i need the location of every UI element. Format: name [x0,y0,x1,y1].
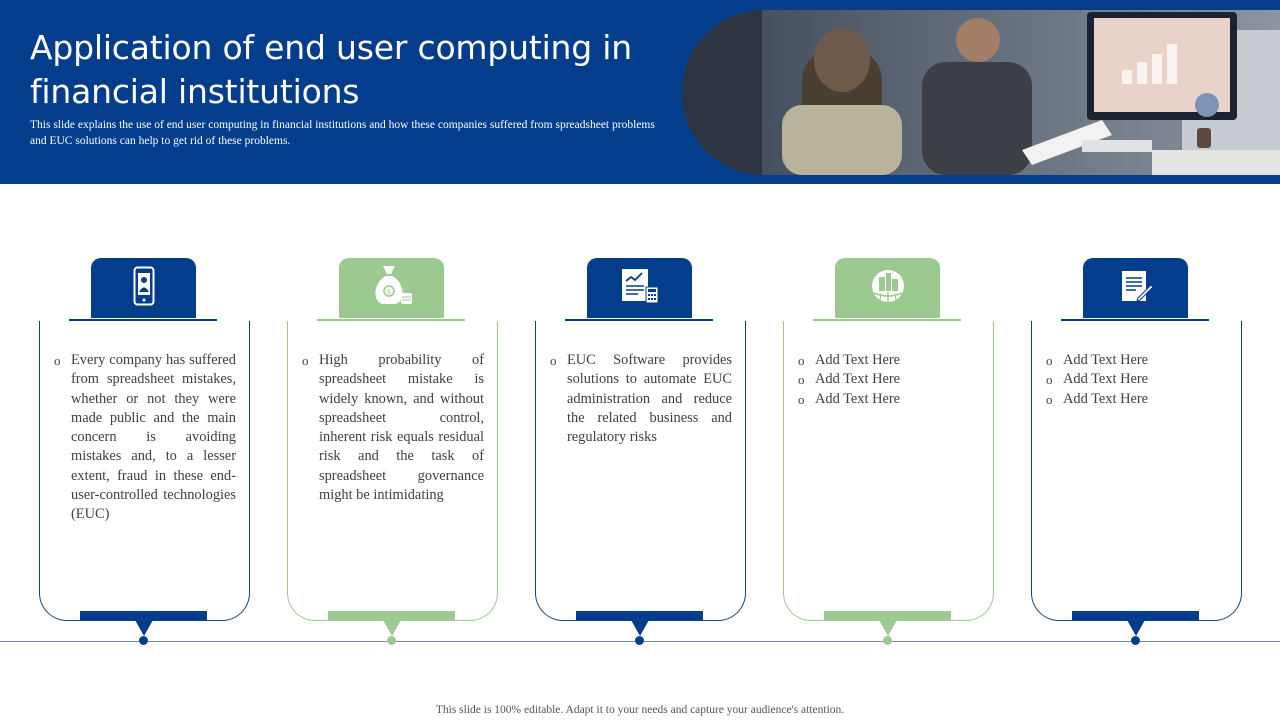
card-4-bottom-bar [824,611,951,620]
money-bag-icon: $ [369,264,415,313]
global-buildings-icon [870,268,906,309]
document-edit-icon [1118,268,1154,309]
timeline-dot-2 [387,636,396,645]
footer-note: This slide is 100% editable. Adapt it to… [435,704,845,716]
svg-text:$: $ [386,288,390,296]
timeline-dot-3 [635,636,644,645]
card-4-icon-tab [835,258,940,318]
slide-title: Application of end user computing in fin… [30,28,632,111]
card-5-bottom-bar [1072,611,1199,620]
card-4-pointer [879,620,897,636]
slide-subtitle: This slide explains the use of end user … [30,119,655,147]
card-3-icon-tab [587,258,692,318]
timeline-dot-4 [883,636,892,645]
card-1-icon-tab [91,258,196,318]
timeline-dot-5 [1131,636,1140,645]
card-2-bottom-bar [328,611,455,620]
card-1-bottom-bar [80,611,207,620]
card-3-pointer [631,620,649,636]
card-2-icon-tab: $ [339,258,444,318]
card-5-icon-tab [1083,258,1188,318]
mobile-user-icon [133,266,155,311]
card-5-pointer [1127,620,1145,636]
card-3-bottom-bar [576,611,703,620]
card-1-pointer [135,620,153,636]
office-team-photo [682,10,1280,175]
card-2-pointer [383,620,401,636]
timeline-dot-1 [139,636,148,645]
financial-report-icon [620,267,660,310]
header-banner: Application of end user computing in fin… [0,0,1280,184]
